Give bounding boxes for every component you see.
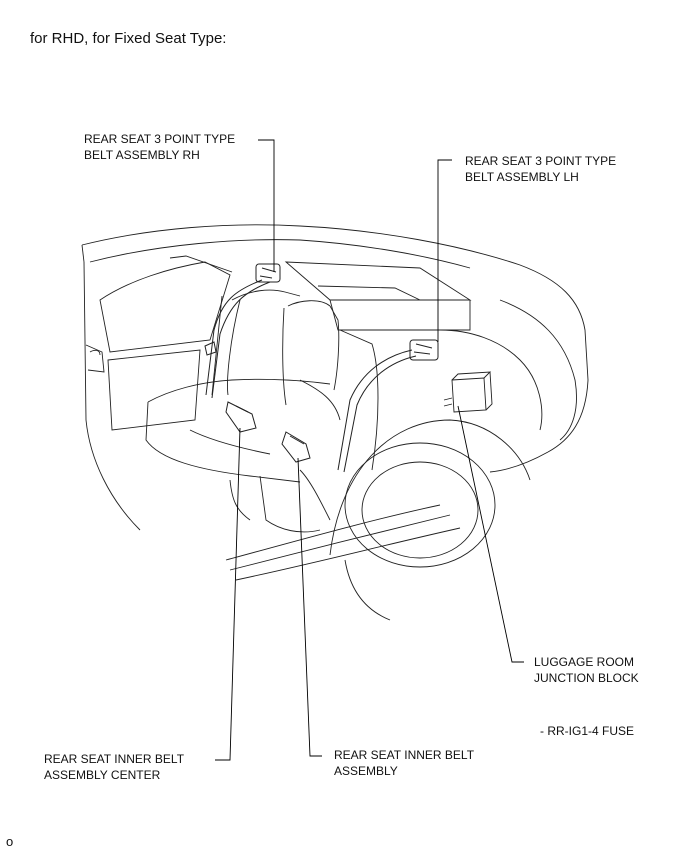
leader-lines — [215, 139, 524, 761]
leader-lh-belt — [437, 159, 452, 342]
label-junction-line1: LUGGAGE ROOM — [534, 655, 635, 669]
label-lh-belt-line2: BELT ASSEMBLY LH — [465, 170, 579, 184]
label-rh-belt-line2: BELT ASSEMBLY RH — [84, 148, 200, 162]
label-center-belt-line2: ASSEMBLY CENTER — [44, 768, 161, 782]
inner-buckle — [281, 431, 311, 463]
leader-junction-block — [457, 405, 524, 663]
rear-wheel — [329, 419, 531, 621]
footer-mark: o — [6, 834, 14, 849]
label-junction-line2: JUNCTION BLOCK — [534, 671, 639, 685]
rh-belt-retractor — [255, 263, 281, 283]
junction-block — [443, 371, 493, 413]
label-inner-belt-line1: REAR SEAT INNER BELT — [334, 748, 475, 762]
leader-center-belt — [215, 427, 241, 761]
label-center-belt-line1: REAR SEAT INNER BELT — [44, 752, 185, 766]
lh-belt-retractor — [409, 339, 439, 361]
car-body-outline — [81, 224, 589, 581]
diagram-heading: for RHD, for Fixed Seat Type: — [30, 30, 227, 47]
leader-rh-belt — [258, 139, 275, 272]
label-inner-belt-line2: ASSEMBLY — [334, 764, 398, 778]
label-lh-belt-line1: REAR SEAT 3 POINT TYPE — [465, 154, 617, 168]
center-buckle — [225, 401, 257, 433]
label-fuse: - RR-IG1-4 FUSE — [540, 724, 635, 738]
rear-seat — [145, 289, 379, 533]
leader-inner-belt — [297, 457, 322, 757]
seat-belts — [204, 263, 439, 473]
label-rh-belt-line1: REAR SEAT 3 POINT TYPE — [84, 132, 236, 146]
